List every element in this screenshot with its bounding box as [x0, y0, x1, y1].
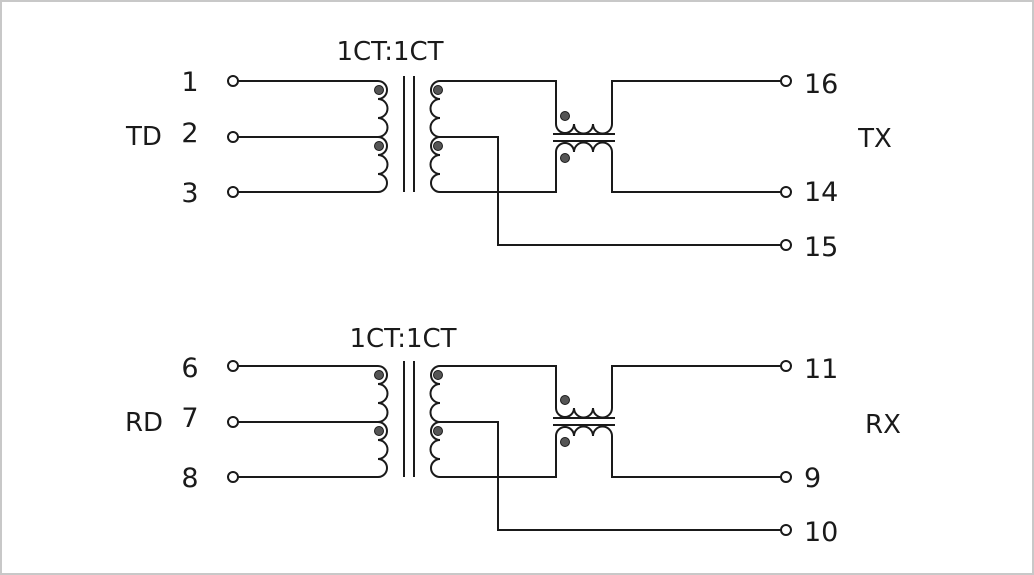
polarity-dot — [433, 426, 443, 436]
pin-label-1: 1 — [181, 67, 198, 98]
pin-label-3: 3 — [181, 178, 198, 209]
bottom-group-left-label: RD — [125, 408, 163, 438]
bottom-group-right-label: RX — [865, 410, 901, 440]
polarity-dot — [374, 141, 384, 151]
terminal-pin-14 — [780, 186, 792, 198]
primary-winding — [377, 365, 389, 478]
top-group-right-label: TX — [857, 124, 892, 154]
wire-choke-out-top — [611, 365, 781, 408]
terminal-pin-1 — [227, 75, 239, 87]
terminal-pin-16 — [780, 75, 792, 87]
primary-winding — [377, 80, 389, 193]
pin-label-15: 15 — [804, 232, 838, 263]
polarity-dot — [560, 395, 570, 405]
pin-label-10: 10 — [804, 517, 838, 548]
top-circuit — [238, 76, 781, 246]
bottom-polarity-dots — [374, 370, 570, 447]
polarity-dot — [433, 141, 443, 151]
bottom-turns-ratio-label: 1CT:1CT — [349, 324, 456, 354]
choke-winding-lower — [555, 425, 613, 437]
polarity-dot — [374, 370, 384, 380]
polarity-dot — [433, 370, 443, 380]
pin-label-6: 6 — [181, 353, 198, 384]
wire-secondary-bottom — [440, 436, 557, 478]
terminal-pin-10 — [780, 524, 792, 536]
wire-choke-out-top — [611, 80, 781, 124]
wire-choke-out-bottom — [611, 152, 781, 193]
bottom-terminals — [227, 360, 792, 536]
pin-label-11: 11 — [804, 354, 838, 385]
terminal-pin-8 — [227, 471, 239, 483]
terminal-pin-15 — [780, 239, 792, 251]
terminal-pin-7 — [227, 416, 239, 428]
pin-label-14: 14 — [804, 177, 838, 208]
terminal-pin-2 — [227, 131, 239, 143]
terminal-pin-3 — [227, 186, 239, 198]
polarity-dot — [433, 85, 443, 95]
choke-winding-lower — [555, 141, 613, 153]
wire-choke-out-bottom — [611, 436, 781, 478]
polarity-dot — [374, 426, 384, 436]
polarity-dot — [374, 85, 384, 95]
terminal-pin-9 — [780, 471, 792, 483]
top-turns-ratio-label: 1CT:1CT — [336, 37, 443, 67]
terminal-pin-6 — [227, 360, 239, 372]
pin-label-7: 7 — [181, 403, 198, 434]
wire-secondary-bottom — [440, 152, 557, 193]
top-group-left-label: TD — [125, 122, 162, 152]
pin-label-9: 9 — [804, 463, 821, 494]
polarity-dot — [560, 111, 570, 121]
pin-label-8: 8 — [181, 463, 198, 494]
pin-label-2: 2 — [181, 118, 198, 149]
polarity-dot — [560, 153, 570, 163]
wire-secondary-top — [440, 80, 557, 124]
pin-label-16: 16 — [804, 69, 838, 100]
terminal-pin-11 — [780, 360, 792, 372]
bottom-circuit — [238, 361, 781, 531]
top-polarity-dots — [374, 85, 570, 163]
top-terminals — [227, 75, 792, 251]
polarity-dot — [560, 437, 570, 447]
wire-secondary-top — [440, 365, 557, 408]
